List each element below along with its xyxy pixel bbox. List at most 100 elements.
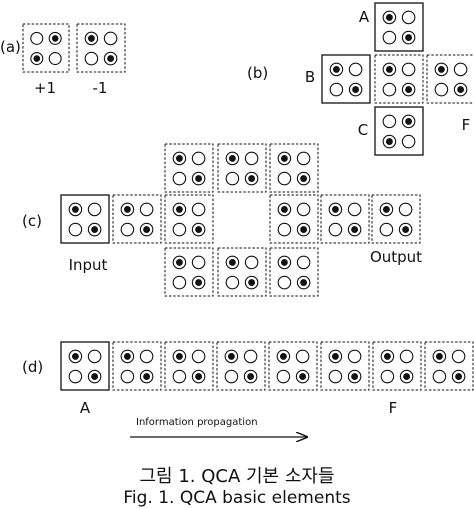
empty-dot	[347, 349, 362, 364]
cell-d-2	[112, 341, 162, 391]
cell-c-11	[217, 247, 267, 297]
cell-b-device	[374, 54, 424, 104]
cell-c-5	[112, 194, 162, 244]
cell-frame	[60, 341, 110, 391]
cell-d-4	[216, 341, 266, 391]
electron-dot	[143, 373, 151, 380]
empty-dot	[401, 134, 416, 149]
empty-dot	[244, 255, 259, 270]
electron-dot	[279, 352, 287, 360]
empty-dot	[87, 349, 102, 364]
electron-dot	[300, 279, 308, 286]
empty-dot	[191, 151, 206, 166]
empty-dot	[277, 222, 292, 237]
electron-dot	[195, 175, 203, 182]
label-minus-one: -1	[93, 79, 108, 97]
cell-frame	[164, 247, 214, 297]
electron-dot	[383, 352, 391, 360]
cell-d-1	[60, 341, 110, 391]
electron-dot	[385, 138, 393, 145]
empty-dot	[224, 369, 239, 384]
cell-frame	[164, 143, 214, 193]
cell-frame	[217, 247, 267, 297]
cell-frame	[371, 194, 421, 244]
empty-dot	[191, 202, 206, 217]
empty-dot	[451, 349, 466, 364]
figure-caption-english: Fig. 1. QCA basic elements	[123, 488, 351, 508]
electron-dot	[175, 154, 183, 162]
electron-dot	[280, 205, 288, 213]
cell-frame	[112, 194, 162, 244]
electron-dot	[227, 352, 235, 360]
electron-dot	[247, 373, 255, 380]
empty-dot	[172, 222, 187, 237]
electron-dot	[87, 34, 95, 42]
electron-dot	[331, 205, 339, 213]
empty-dot	[243, 349, 258, 364]
label-d-start: A	[80, 399, 91, 417]
cell-c-3	[269, 143, 319, 193]
cell-c-4	[60, 194, 110, 244]
electron-dot	[332, 65, 340, 73]
cell-frame	[320, 341, 370, 391]
empty-dot	[103, 31, 118, 46]
electron-dot	[123, 205, 131, 213]
empty-dot	[30, 31, 44, 45]
cell-c-1	[164, 143, 214, 193]
panel-a-tag: (a)	[0, 38, 21, 56]
empty-dot	[172, 275, 187, 290]
empty-dot	[328, 369, 343, 384]
cell-frame	[374, 54, 424, 104]
cell-a-plus-one	[22, 23, 70, 73]
empty-dot	[398, 202, 413, 217]
electron-dot	[195, 373, 203, 380]
electron-dot	[299, 373, 307, 380]
electron-dot	[385, 65, 393, 73]
empty-dot	[277, 275, 292, 290]
empty-dot	[191, 349, 206, 364]
electron-dot	[455, 373, 463, 380]
electron-dot	[300, 175, 308, 182]
cell-c-2	[217, 143, 267, 193]
cell-b-input-a	[374, 2, 424, 52]
electron-dot	[228, 258, 236, 266]
electron-dot	[248, 279, 256, 286]
cell-d-7	[372, 341, 422, 391]
empty-dot	[172, 171, 187, 186]
cell-c-7	[269, 194, 319, 244]
electron-dot	[143, 226, 151, 233]
empty-dot	[380, 369, 395, 384]
cell-frame	[269, 194, 319, 244]
empty-dot	[68, 369, 83, 384]
empty-dot	[48, 52, 62, 66]
electron-dot	[228, 154, 236, 162]
label-d-end: F	[389, 399, 398, 417]
label-input: Input	[69, 256, 108, 274]
cell-b-output-f	[426, 54, 474, 104]
empty-dot	[191, 255, 206, 270]
cell-frame	[76, 23, 126, 73]
cell-frame	[372, 341, 422, 391]
electron-dot	[280, 258, 288, 266]
empty-dot	[329, 82, 344, 97]
cell-frame	[22, 23, 70, 73]
cell-c-6	[164, 194, 214, 244]
cell-d-5	[268, 341, 318, 391]
electron-dot	[51, 35, 59, 42]
empty-dot	[139, 349, 154, 364]
electron-dot	[248, 175, 256, 182]
cell-frame	[112, 341, 162, 391]
empty-dot	[382, 30, 397, 45]
cell-d-8	[424, 341, 474, 391]
label-output: Output	[370, 248, 422, 266]
empty-dot	[434, 82, 449, 97]
empty-dot	[382, 114, 397, 129]
cell-frame	[269, 143, 319, 193]
cell-b-input-c	[374, 106, 424, 156]
electron-dot	[280, 154, 288, 162]
electron-dot	[435, 352, 443, 360]
empty-dot	[225, 275, 240, 290]
empty-dot	[172, 369, 187, 384]
electron-dot	[175, 258, 183, 266]
cell-frame	[164, 341, 214, 391]
